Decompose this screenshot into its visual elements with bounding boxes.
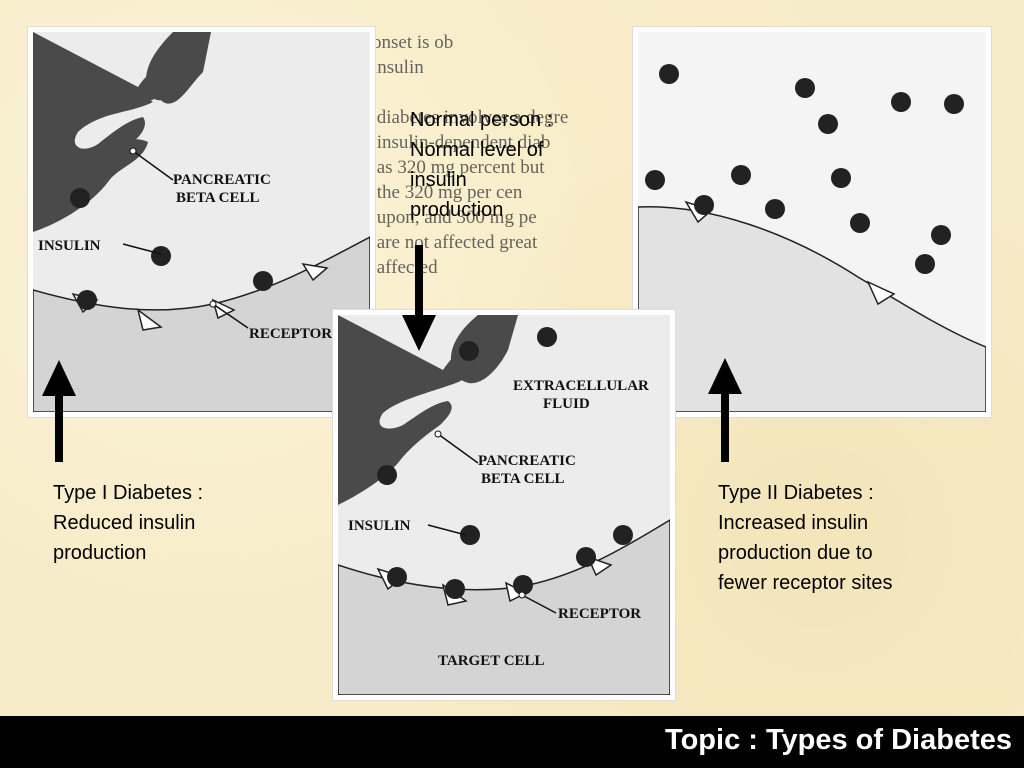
type2-diagram-panel bbox=[633, 27, 991, 417]
normal-pancreatic-label: PANCREATIC bbox=[478, 453, 576, 469]
type1-pancreatic-label: PANCREATIC bbox=[173, 172, 271, 188]
type2-diagram bbox=[638, 32, 986, 412]
normal-diagram: EXTRACELLULAR FLUID PANCREATIC BETA CELL… bbox=[338, 315, 670, 695]
type1-diagram: PANCREATIC BETA CELL INSULIN RECEPTOR bbox=[33, 32, 370, 412]
normal-beta-label: BETA CELL bbox=[481, 471, 565, 487]
slide-title: Topic : Types of Diabetes bbox=[665, 724, 1012, 756]
type1-beta-label: BETA CELL bbox=[176, 190, 260, 206]
type1-receptor-label: RECEPTOR bbox=[249, 326, 332, 342]
type1-insulin-label: INSULIN bbox=[38, 238, 101, 254]
footer-bar: Topic : Types of Diabetes bbox=[0, 716, 1024, 768]
type1-diagram-panel: PANCREATIC BETA CELL INSULIN RECEPTOR bbox=[28, 27, 375, 417]
up-arrow-left-icon bbox=[42, 360, 76, 462]
normal-receptor-label: RECEPTOR bbox=[558, 606, 641, 622]
normal-diagram-panel: EXTRACELLULAR FLUID PANCREATIC BETA CELL… bbox=[333, 310, 675, 700]
normal-caption: Normal person : Normal level of insulin … bbox=[410, 109, 553, 221]
type1-caption: Type I Diabetes : Reduced insulin produc… bbox=[53, 482, 204, 564]
normal-fluid-label: FLUID bbox=[543, 396, 590, 412]
background-text-left: onset is ob insulin diabetes involves a … bbox=[372, 32, 569, 278]
normal-extracellular-label: EXTRACELLULAR bbox=[513, 378, 649, 394]
normal-insulin-label: INSULIN bbox=[348, 518, 411, 534]
down-arrow-icon bbox=[402, 245, 436, 351]
normal-target-cell-label: TARGET CELL bbox=[438, 653, 545, 669]
up-arrow-right-icon bbox=[708, 358, 742, 462]
type2-caption: Type II Diabetes : Increased insulin pro… bbox=[718, 482, 893, 594]
